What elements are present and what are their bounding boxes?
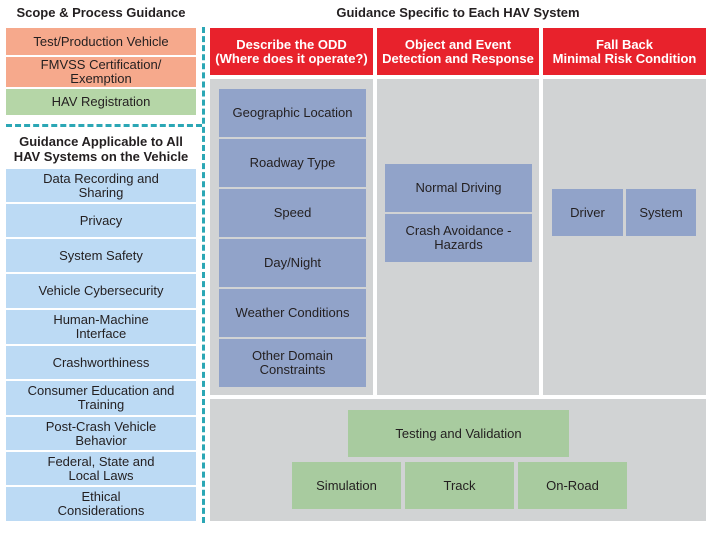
applicable-item-ethical: Ethical Considerations — [6, 487, 196, 521]
oedr-item-crash-avoidance: Crash Avoidance - Hazards — [385, 214, 532, 262]
applicable-item-consumer-education: Consumer Education and Training — [6, 381, 196, 415]
scope-item-test-production: Test/Production Vehicle — [6, 28, 196, 55]
odd-item-roadway: Roadway Type — [219, 139, 366, 187]
testing-item-track: Track — [405, 462, 514, 509]
fallback-item-driver: Driver — [552, 189, 623, 236]
oedr-item-normal-driving: Normal Driving — [385, 164, 532, 212]
odd-item-geographic: Geographic Location — [219, 89, 366, 137]
odd-item-other-constraints: Other Domain Constraints — [219, 339, 366, 387]
applicable-item-data-recording: Data Recording and Sharing — [6, 169, 196, 202]
testing-item-simulation: Simulation — [292, 462, 401, 509]
odd-item-day-night: Day/Night — [219, 239, 366, 287]
vertical-divider — [202, 27, 205, 523]
odd-item-weather: Weather Conditions — [219, 289, 366, 337]
applicable-item-cybersecurity: Vehicle Cybersecurity — [6, 274, 196, 308]
odd-item-speed: Speed — [219, 189, 366, 237]
applicable-item-system-safety: System Safety — [6, 239, 196, 272]
applicable-item-post-crash: Post-Crash Vehicle Behavior — [6, 417, 196, 450]
scope-item-fmvss: FMVSS Certification/ Exemption — [6, 57, 196, 87]
scope-item-hav-registration: HAV Registration — [6, 89, 196, 115]
fallback-header: Fall Back Minimal Risk Condition — [543, 28, 706, 75]
applicable-item-laws: Federal, State and Local Laws — [6, 452, 196, 485]
applicable-title: Guidance Applicable to All HAV Systems o… — [13, 134, 189, 164]
testing-item-on-road: On-Road — [518, 462, 627, 509]
applicable-item-crashworthiness: Crashworthiness — [6, 346, 196, 379]
oedr-header: Object and Event Detection and Response — [377, 28, 539, 75]
applicable-item-privacy: Privacy — [6, 204, 196, 237]
testing-validation-box: Testing and Validation — [348, 410, 569, 457]
odd-header: Describe the ODD (Where does it operate?… — [210, 28, 373, 75]
right-title: Guidance Specific to Each HAV System — [336, 4, 580, 20]
applicable-item-hmi: Human-Machine Interface — [6, 310, 196, 344]
fallback-panel — [543, 79, 706, 395]
horizontal-divider — [6, 124, 202, 127]
scope-title: Scope & Process Guidance — [16, 4, 186, 20]
fallback-item-system: System — [626, 189, 696, 236]
